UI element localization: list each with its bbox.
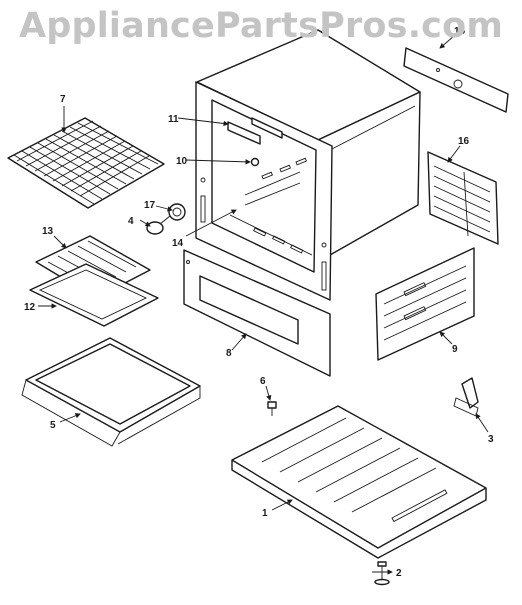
leveling-leg bbox=[374, 561, 390, 586]
part-10-label: 10 bbox=[176, 156, 188, 167]
callout-leaders bbox=[38, 35, 489, 575]
oven-light-assembly bbox=[146, 157, 260, 235]
site-watermark: AppliancePartsPros.com bbox=[18, 6, 504, 46]
oven-base bbox=[231, 405, 487, 559]
part-11-label: 11 bbox=[168, 114, 179, 125]
storage-drawer bbox=[21, 337, 201, 447]
part-13-label: 13 bbox=[42, 226, 54, 237]
part-15-label: 15 bbox=[454, 26, 466, 37]
part-7-label: 7 bbox=[60, 94, 66, 105]
oven-cavity bbox=[195, 29, 421, 301]
part-3-label: 3 bbox=[488, 434, 494, 445]
part-16-label: 16 bbox=[458, 136, 470, 147]
part-17-label: 17 bbox=[144, 200, 156, 211]
part-1-label: 1 bbox=[262, 508, 268, 519]
part-4-label: 4 bbox=[128, 216, 134, 227]
rear-panel bbox=[403, 47, 509, 113]
part-8-label: 8 bbox=[226, 348, 232, 359]
oven-rack bbox=[7, 117, 165, 209]
callout-labels: 7 11 10 17 4 14 13 12 5 8 6 1 2 3 9 16 1… bbox=[24, 26, 494, 579]
side-rack-support-lower bbox=[375, 247, 475, 361]
part-9-label: 9 bbox=[452, 344, 458, 355]
part-14-label: 14 bbox=[172, 238, 184, 249]
part-6-label: 6 bbox=[260, 376, 266, 387]
lower-front-panel bbox=[183, 249, 331, 377]
screw bbox=[267, 401, 277, 416]
part-12-label: 12 bbox=[24, 302, 36, 313]
part-2-label: 2 bbox=[396, 568, 402, 579]
broiler-pan bbox=[29, 263, 159, 327]
anti-tip-bracket bbox=[453, 377, 479, 417]
part-5-label: 5 bbox=[50, 420, 56, 431]
side-rack-support bbox=[427, 151, 499, 245]
